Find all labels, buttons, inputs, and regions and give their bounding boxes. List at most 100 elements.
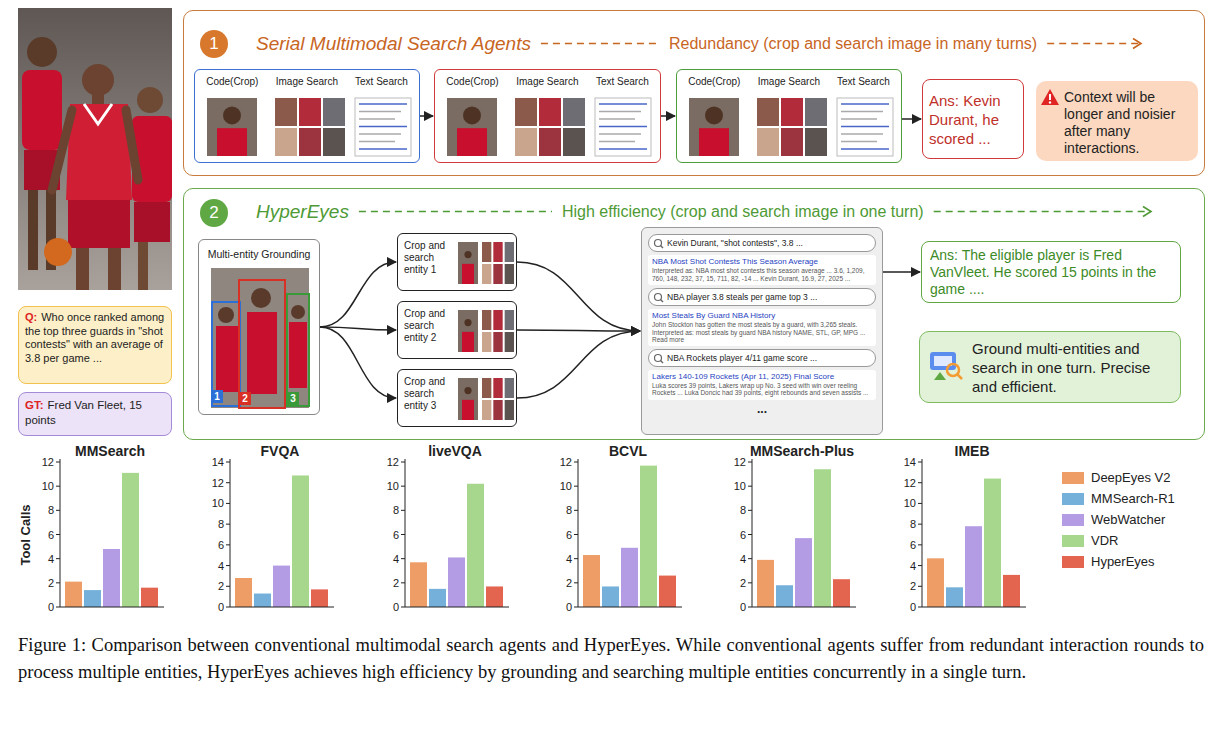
illustration-shape	[56, 486, 60, 487]
illustration-shape	[401, 607, 405, 608]
illustration-shape	[574, 486, 578, 487]
illustration-shape	[752, 607, 856, 608]
connector-arrow	[517, 331, 640, 398]
illustration-shape	[401, 534, 405, 535]
illustration-shape	[574, 462, 578, 463]
illustration-shape	[463, 106, 481, 124]
bar	[235, 578, 252, 607]
illustration-shape	[539, 98, 561, 126]
illustration-shape	[515, 128, 537, 156]
tick-label: 10	[16, 479, 54, 493]
illustration-shape	[599, 118, 635, 120]
illustration-shape	[599, 103, 647, 105]
illustration-shape	[134, 202, 170, 242]
legend-entry: VDR	[1062, 533, 1118, 549]
legend-text: DeepEyes V2	[1091, 470, 1171, 486]
illustration-shape	[505, 332, 514, 352]
illustration-shape	[599, 148, 647, 150]
illustration-shape	[359, 211, 552, 213]
tick-label: 4	[186, 559, 224, 573]
tick-label: 6	[186, 538, 224, 552]
tick-label: 14	[878, 455, 916, 469]
illustration-shape	[401, 486, 405, 487]
illustration-shape	[291, 305, 305, 319]
illustration-shape	[1041, 89, 1059, 105]
illustration-shape	[22, 70, 62, 150]
illustration-shape	[841, 126, 889, 128]
bar-chart-panel	[574, 459, 682, 607]
node-illustration	[195, 70, 421, 184]
bar	[311, 589, 328, 607]
illustration-shape	[275, 98, 297, 126]
illustration-shape	[505, 378, 514, 398]
illustration-shape	[482, 242, 491, 262]
illustration-shape	[464, 319, 471, 326]
illustration-shape	[705, 106, 723, 124]
step-number: 2	[200, 199, 228, 227]
node-text: Context will be longer and noisier after…	[1064, 89, 1192, 157]
search-result: Lakers 140-109 Rockets (Apr 11, 2025) Fi…	[648, 370, 876, 400]
node-text: Ground multi-entities and search in one …	[972, 339, 1172, 396]
tick-label: 2	[534, 576, 572, 590]
player-photo	[18, 8, 172, 290]
illustration-shape	[757, 98, 779, 126]
illustration-shape	[230, 607, 334, 608]
node-text: Crop and search entity 2	[404, 308, 456, 344]
illustration-shape	[748, 558, 752, 559]
illustration-shape	[405, 459, 406, 607]
illustration-shape	[239, 280, 285, 408]
illustration-shape	[18, 8, 172, 290]
bar	[273, 566, 290, 607]
illustration-shape	[482, 264, 491, 284]
node-text: 2	[209, 203, 218, 223]
illustration-shape	[578, 459, 579, 607]
bar	[602, 586, 619, 607]
illustration-shape	[599, 133, 641, 135]
illustration-shape	[84, 104, 112, 124]
node-text: Most Steals By Guard NBA History	[652, 311, 872, 321]
tick-label: 4	[361, 552, 399, 566]
illustration-shape	[92, 94, 104, 104]
illustration-shape	[56, 462, 60, 463]
connector-arrow	[902, 118, 921, 120]
illustration-shape	[226, 565, 230, 566]
illustration-shape	[918, 482, 922, 483]
legend-text: WebWatcher	[1091, 512, 1165, 528]
answer-box: Ans: Kevin Durant, he scored ...	[922, 79, 1024, 159]
illustration-shape	[226, 524, 230, 525]
summary-box: Ground multi-entities and search in one …	[919, 331, 1181, 403]
illustration-shape	[464, 387, 471, 394]
illustration-shape	[493, 264, 502, 284]
illustration-shape	[837, 98, 893, 156]
node-text: Q:	[25, 311, 37, 323]
search-result: Most Steals By Guard NBA HistoryJohn Sto…	[648, 309, 876, 346]
bar	[103, 549, 120, 607]
illustration-shape	[230, 459, 231, 607]
chart-title: BCVL	[548, 443, 708, 459]
illustration-shape	[299, 128, 321, 156]
illustration-shape	[226, 462, 230, 463]
node-text: Lakers 140-109 Rockets (Apr 11, 2025) Fi…	[652, 372, 872, 382]
illustration-shape	[563, 98, 585, 126]
illustration-shape	[574, 510, 578, 511]
illustration-shape	[401, 462, 405, 463]
ground-truth-box: GT:Fred Van Fleet, 15 points	[18, 392, 172, 436]
illustration-shape	[56, 534, 60, 535]
legend-swatch	[1062, 472, 1084, 484]
bar	[583, 555, 600, 607]
illustration-shape	[405, 607, 509, 608]
illustration-shape	[841, 103, 889, 105]
bar	[122, 473, 139, 607]
bar	[448, 557, 465, 607]
bar	[486, 586, 503, 607]
illustration-shape	[299, 98, 321, 126]
illustration-shape	[68, 200, 130, 248]
connector-arrow	[320, 327, 396, 398]
node-text: Text Search	[344, 76, 419, 88]
illustration-shape	[289, 322, 307, 388]
illustration-shape	[578, 607, 682, 608]
illustration-shape	[359, 141, 395, 143]
node-text: Luka scores 39 points, Lakers wrap up No…	[652, 382, 872, 397]
illustration-shape	[661, 360, 664, 363]
node-text: HyperEyes	[256, 201, 349, 223]
